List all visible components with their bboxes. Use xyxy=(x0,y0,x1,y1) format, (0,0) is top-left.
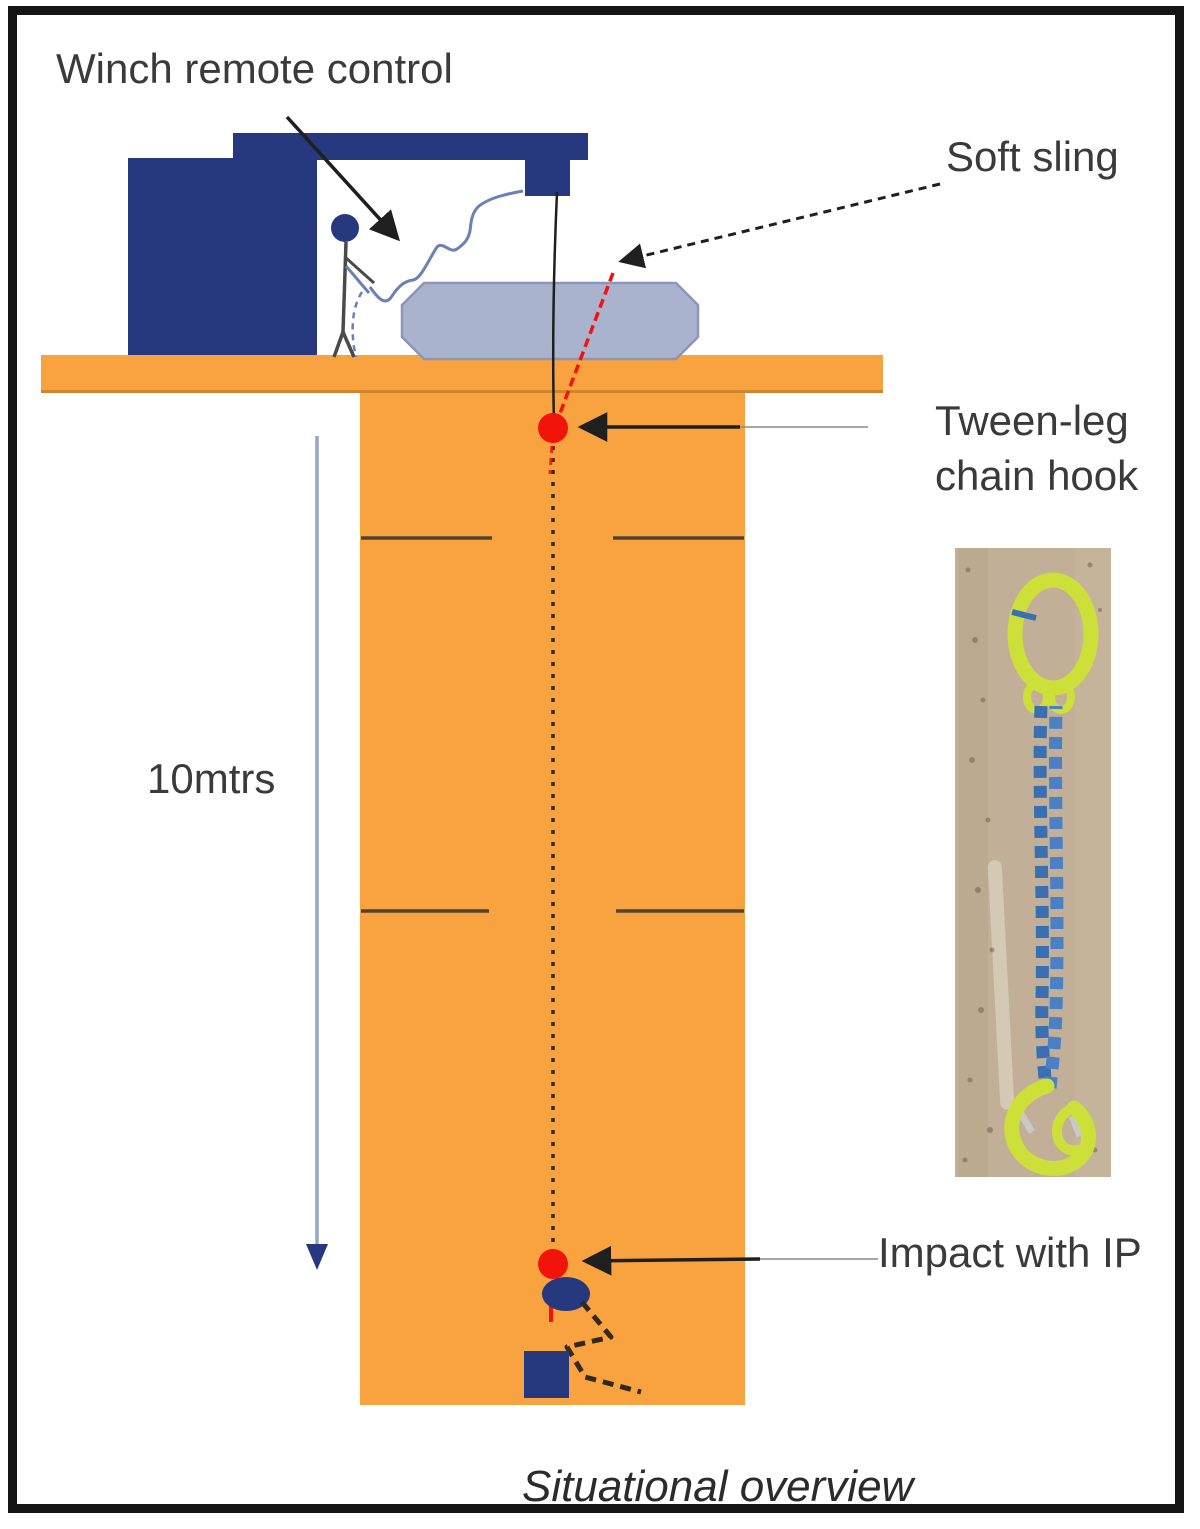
winch-remote-arrow xyxy=(285,115,401,242)
sling-tail xyxy=(548,445,554,475)
chain-sling-photo xyxy=(955,548,1111,1177)
operator-arm-lower xyxy=(344,265,371,294)
ip-legs xyxy=(564,1300,642,1395)
operator-leg-right xyxy=(341,331,356,358)
chain-strand-right xyxy=(1043,705,1064,1089)
operator-arm-upper xyxy=(345,256,375,285)
hook-latch-left xyxy=(1016,1110,1036,1134)
distance-label: 10mtrs xyxy=(147,755,276,802)
distance-arrowhead xyxy=(306,1244,328,1270)
soft-sling-label: Soft sling xyxy=(946,133,1119,180)
impact-arrow xyxy=(581,1245,761,1276)
photo-light-streak xyxy=(987,860,1015,1110)
soft-sling-arrow xyxy=(618,182,941,269)
operator-body xyxy=(341,241,348,333)
hook-point-marker xyxy=(538,413,568,443)
operator-head xyxy=(331,214,359,242)
hoist-line xyxy=(551,191,559,425)
soft-sling-line xyxy=(554,272,615,425)
pendant-cable-lower xyxy=(351,291,364,358)
operator-leg-left xyxy=(332,331,345,358)
photo-grain-left xyxy=(958,548,988,1177)
ip-box xyxy=(524,1351,569,1398)
hook-latch-right xyxy=(1068,1114,1084,1138)
connector-link-right xyxy=(1047,680,1075,714)
deck xyxy=(41,355,883,393)
ip-head xyxy=(542,1277,590,1311)
tween-leg-chain-hook-label: Tween-leg chain hook xyxy=(935,397,1139,499)
chain-hook-tip xyxy=(1052,1103,1083,1156)
winch-housing xyxy=(128,158,317,355)
impact-point-marker xyxy=(538,1249,568,1279)
chain-hook xyxy=(1004,1078,1097,1176)
remote-control-cable xyxy=(368,189,524,303)
shaft xyxy=(360,393,745,1405)
winch-trolley xyxy=(525,160,570,196)
winch-beam xyxy=(233,133,588,160)
impact-with-ip-label: Impact with IP xyxy=(878,1229,1142,1276)
winch-remote-control-label: Winch remote control xyxy=(56,45,453,92)
diagram-caption: Situational overview xyxy=(522,1462,914,1511)
load-block xyxy=(400,281,700,361)
chain-strand-left xyxy=(1033,705,1053,1091)
master-link-tag xyxy=(1011,609,1037,621)
photo-speckles xyxy=(962,562,1102,1163)
